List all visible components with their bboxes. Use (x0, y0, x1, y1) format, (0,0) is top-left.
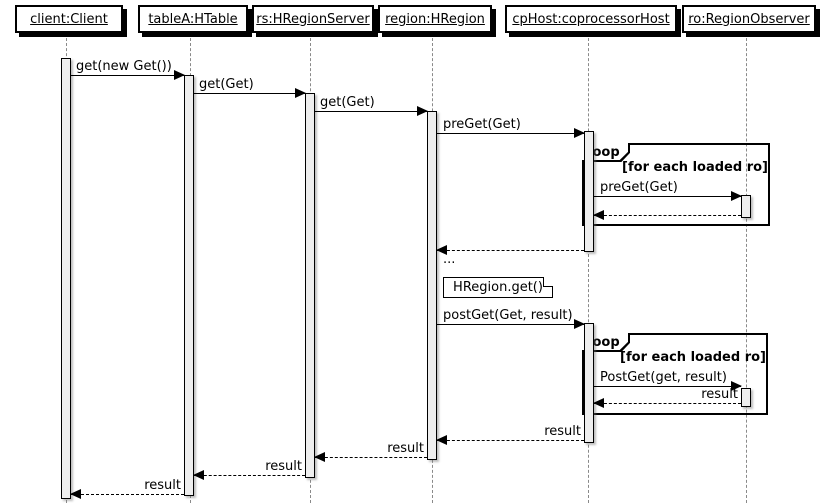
loop-operator-label: loop (588, 335, 620, 350)
message-label: get(new Get()) (76, 59, 172, 74)
arrow-result-ro-cphost (593, 398, 741, 409)
message-label: result (387, 441, 424, 456)
arrow-postget-cphost-ro (594, 381, 742, 392)
participant-box-rs: rs:HRegionServer (252, 5, 374, 33)
participant-box-client: client:Client (15, 5, 123, 33)
arrow-result-cphost-region (436, 435, 584, 446)
message-label: get(Get) (320, 95, 375, 110)
note-text: HRegion.get() (453, 280, 543, 295)
arrow-get-tablea-rs (194, 88, 306, 99)
activation-ro-preget (741, 195, 751, 218)
message-label: result (265, 459, 302, 474)
message-label: result (144, 478, 181, 493)
loop-frame-preget: loop (582, 143, 770, 226)
arrow-preget-cphost-ro (594, 191, 742, 202)
participant-label: rs:HRegionServer (256, 11, 370, 27)
participant-box-cphost: cpHost:coprocessorHost (505, 5, 677, 33)
arrow-result-tablea-client (70, 489, 184, 500)
activation-region (427, 111, 437, 460)
note-hregion-get: HRegion.get() (443, 277, 553, 298)
message-label: preGet(Get) (600, 180, 678, 195)
activation-rs (305, 93, 315, 478)
loop-operator-tab-icon (582, 143, 630, 162)
arrow-return-cphost-region (436, 245, 584, 256)
participant-label: ro:RegionObserver (688, 11, 810, 27)
arrow-return-ro-cphost (593, 210, 741, 221)
activation-ro-postget (741, 388, 751, 407)
loop-guard-preget: [for each loaded ro] (622, 160, 768, 175)
arrow-result-region-rs (314, 452, 427, 463)
participant-label: client:Client (30, 11, 108, 27)
arrow-result-rs-tablea (193, 470, 305, 481)
ellipsis-label: ... (443, 252, 456, 267)
participant-box-ro: ro:RegionObserver (682, 5, 816, 33)
participant-label: cpHost:coprocessorHost (512, 11, 670, 27)
note-fold-icon (543, 277, 553, 287)
lifeline-ro (746, 33, 747, 503)
loop-operator-label: loop (588, 145, 620, 160)
loop-operator-tab-icon (582, 333, 630, 352)
activation-client (61, 58, 71, 499)
message-label: result (544, 424, 581, 439)
activation-tablea (184, 75, 194, 496)
activation-cphost-postget (584, 323, 594, 443)
loop-frame-postget: loop (582, 333, 768, 415)
participant-label: tableA:HTable (148, 11, 238, 27)
message-label: PostGet(get, result) (600, 370, 727, 385)
message-label: result (701, 387, 738, 402)
loop-guard-postget: [for each loaded ro] (620, 350, 766, 365)
message-label: preGet(Get) (443, 117, 521, 132)
participant-box-region: region:HRegion (378, 5, 492, 33)
arrow-preget-region-cphost (437, 128, 585, 139)
message-label: get(Get) (199, 77, 254, 92)
arrow-get-rs-region (315, 106, 428, 117)
activation-cphost-preget (584, 131, 594, 252)
arrow-postget-region-cphost (437, 319, 585, 330)
lifeline-cphost (588, 33, 589, 503)
participant-label: region:HRegion (385, 11, 485, 27)
arrow-get-new-get (71, 70, 185, 81)
message-label: postGet(Get, result) (443, 308, 573, 323)
participant-box-tablea: tableA:HTable (138, 5, 248, 33)
